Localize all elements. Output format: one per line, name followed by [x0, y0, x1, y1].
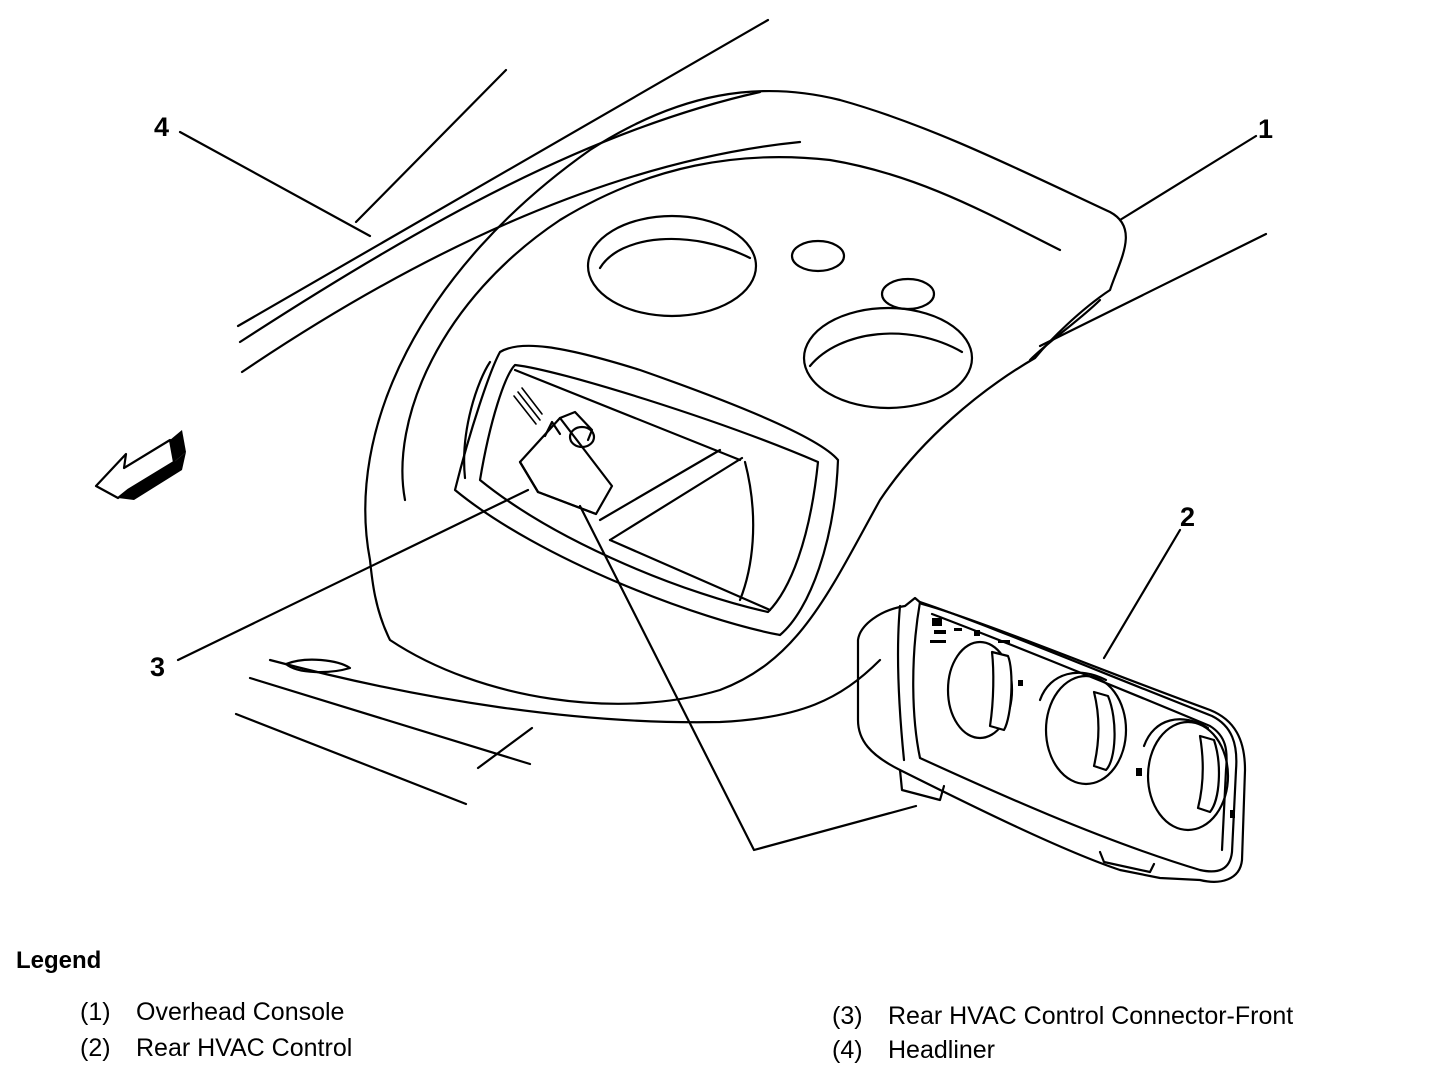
legend-number: (1) [80, 998, 111, 1026]
legend-label: Rear HVAC Control Connector-Front [888, 1002, 1294, 1030]
leader-lines [176, 130, 1258, 852]
console-diagram: 4 1 2 3 [94, 18, 1273, 883]
front-direction-arrow-icon [94, 430, 186, 500]
rear-hvac-control [856, 596, 1247, 883]
legend-number: (2) [80, 1034, 111, 1062]
callout-1: 1 [1258, 114, 1273, 144]
callout-2: 2 [1180, 502, 1195, 532]
overhead-console [268, 89, 1127, 724]
callout-3: 3 [150, 652, 165, 682]
legend-label: Headliner [888, 1036, 996, 1064]
legend-title: Legend [16, 947, 102, 974]
callout-4: 4 [154, 112, 169, 142]
legend-item-3: (3) Rear HVAC Control Connector-Front [832, 1002, 1293, 1031]
legend-item-4: (4) Headliner [832, 1036, 995, 1065]
legend-number: (3) [832, 1002, 863, 1030]
legend-number: (4) [832, 1036, 863, 1064]
legend-item-2: (2) Rear HVAC Control [80, 1034, 352, 1063]
headliner [234, 18, 1268, 806]
hvac-connector [518, 410, 614, 516]
legend-label: Rear HVAC Control [136, 1034, 353, 1062]
legend-label: Overhead Console [136, 998, 345, 1026]
legend-item-1: (1) Overhead Console [80, 998, 344, 1027]
